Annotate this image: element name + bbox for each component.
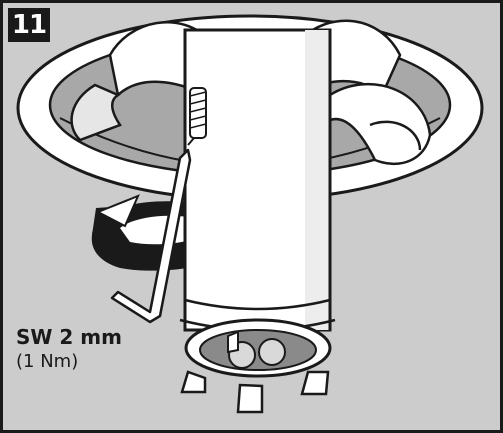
set-screw-icon: [189, 87, 207, 139]
hex-key-size-label: SW 2 mm: [16, 325, 122, 349]
central-tube: [179, 28, 336, 414]
hex-key-icon: [110, 137, 195, 324]
tool-callout: SW 2 mm (1 Nm): [16, 324, 122, 374]
step-number-badge: 11: [8, 8, 50, 42]
torque-label: (1 Nm): [16, 351, 79, 372]
